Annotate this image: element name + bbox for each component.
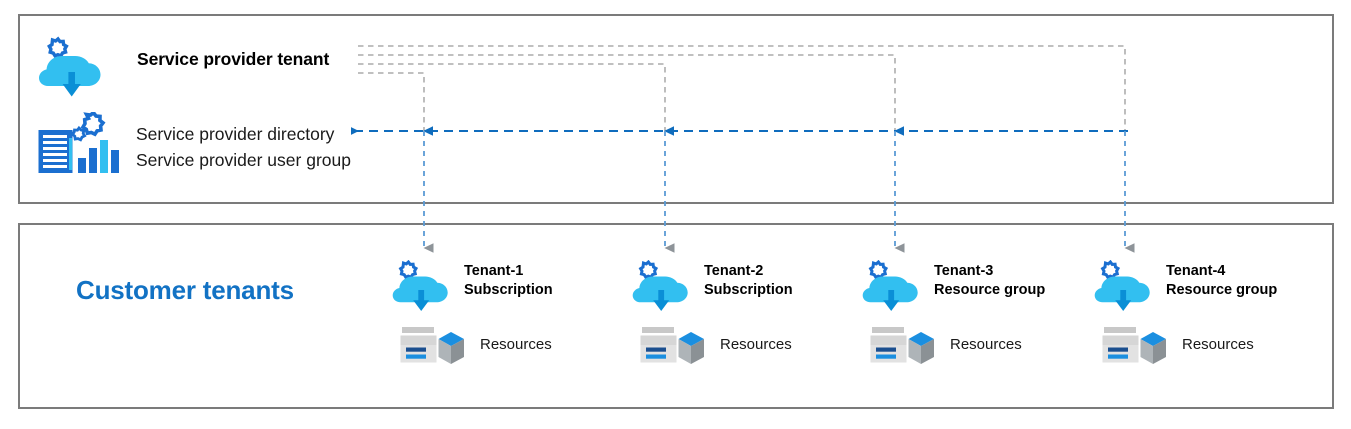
cloud-download-gear-icon: [860, 259, 922, 312]
download-arrow: [62, 72, 81, 97]
tenant-header: Tenant-1 Subscription: [388, 256, 628, 311]
resources-label: Resources: [950, 336, 1022, 353]
resources-box-cube-icon: [400, 326, 466, 366]
cloud-download-gear-icon: [630, 259, 692, 312]
tenant-name-and-scope: Tenant-2 Subscription: [704, 262, 793, 300]
download-arrow: [1115, 290, 1132, 311]
resources-row: Resources: [870, 326, 1110, 366]
bar-chart: [78, 140, 119, 173]
gear-large-outline: [80, 109, 106, 137]
download-arrow: [653, 290, 670, 311]
storage-box: [1102, 327, 1139, 363]
cloud-shape: [39, 56, 101, 86]
storage-box: [870, 327, 907, 363]
tenant-name-and-scope: Tenant-4 Resource group: [1166, 262, 1277, 300]
tenant-group-1: Tenant-1 Subscription: [388, 256, 628, 376]
download-arrow: [413, 290, 430, 311]
tenant-header: Tenant-4 Resource group: [1090, 256, 1330, 311]
cube-shape: [678, 332, 704, 364]
cube-shape: [908, 332, 934, 364]
resources-row: Resources: [400, 326, 640, 366]
tenant-scope: Resource group: [1166, 282, 1278, 298]
tenant-scope: Subscription: [464, 282, 553, 298]
tenant-name-and-scope: Tenant-3 Resource group: [934, 262, 1045, 300]
resources-label: Resources: [1182, 336, 1254, 353]
service-provider-directory-label: Service provider directory: [136, 124, 335, 144]
cube-shape: [1140, 332, 1166, 364]
cloud-shape: [392, 276, 448, 303]
storage-box: [400, 327, 437, 363]
tenant-group-2: Tenant-2 Subscription: [628, 256, 868, 376]
service-provider-tenant-panel: [18, 14, 1334, 204]
cloud-shape: [1094, 276, 1150, 303]
cloud-shape: [862, 276, 918, 303]
resources-row: Resources: [1102, 326, 1342, 366]
tenant-group-4: Tenant-4 Resource group: [1090, 256, 1330, 376]
resources-label: Resources: [720, 336, 792, 353]
tenant-name: Tenant-2: [704, 263, 764, 279]
gear-outline: [1100, 259, 1121, 279]
gear-outline: [638, 259, 659, 279]
directory-chart-gear-icon: [36, 109, 128, 174]
tenant-name: Tenant-1: [464, 263, 524, 279]
gear-outline: [398, 259, 419, 279]
storage-box: [640, 327, 677, 363]
resources-label: Resources: [480, 336, 552, 353]
tenant-name-and-scope: Tenant-1 Subscription: [464, 262, 553, 300]
download-arrow: [883, 290, 900, 311]
resources-box-cube-icon: [640, 326, 706, 366]
cube-shape: [438, 332, 464, 364]
gear-outline: [47, 36, 69, 58]
tenant-header: Tenant-2 Subscription: [628, 256, 868, 311]
document-stack: [38, 130, 73, 173]
gear-outline: [868, 259, 889, 279]
resources-row: Resources: [640, 326, 880, 366]
customer-tenants-title: Customer tenants: [76, 275, 294, 305]
customer-tenants-panel: [18, 223, 1334, 409]
tenant-name: Tenant-4: [1166, 263, 1226, 279]
resources-box-cube-icon: [870, 326, 936, 366]
service-provider-tenant-label: Service provider tenant: [137, 49, 330, 69]
tenant-scope: Subscription: [704, 282, 793, 298]
cloud-download-gear-icon: [1092, 259, 1154, 312]
service-provider-user-group-label: Service provider user group: [136, 150, 351, 170]
cloud-shape: [632, 276, 688, 303]
resources-box-cube-icon: [1102, 326, 1168, 366]
tenant-scope: Resource group: [934, 282, 1046, 298]
tenant-group-3: Tenant-3 Resource group: [858, 256, 1098, 376]
cloud-download-gear-icon: [36, 36, 104, 98]
tenant-name: Tenant-3: [934, 263, 994, 279]
cloud-download-gear-icon: [390, 259, 452, 312]
gear-small-outline: [70, 125, 87, 142]
tenant-header: Tenant-3 Resource group: [858, 256, 1098, 311]
